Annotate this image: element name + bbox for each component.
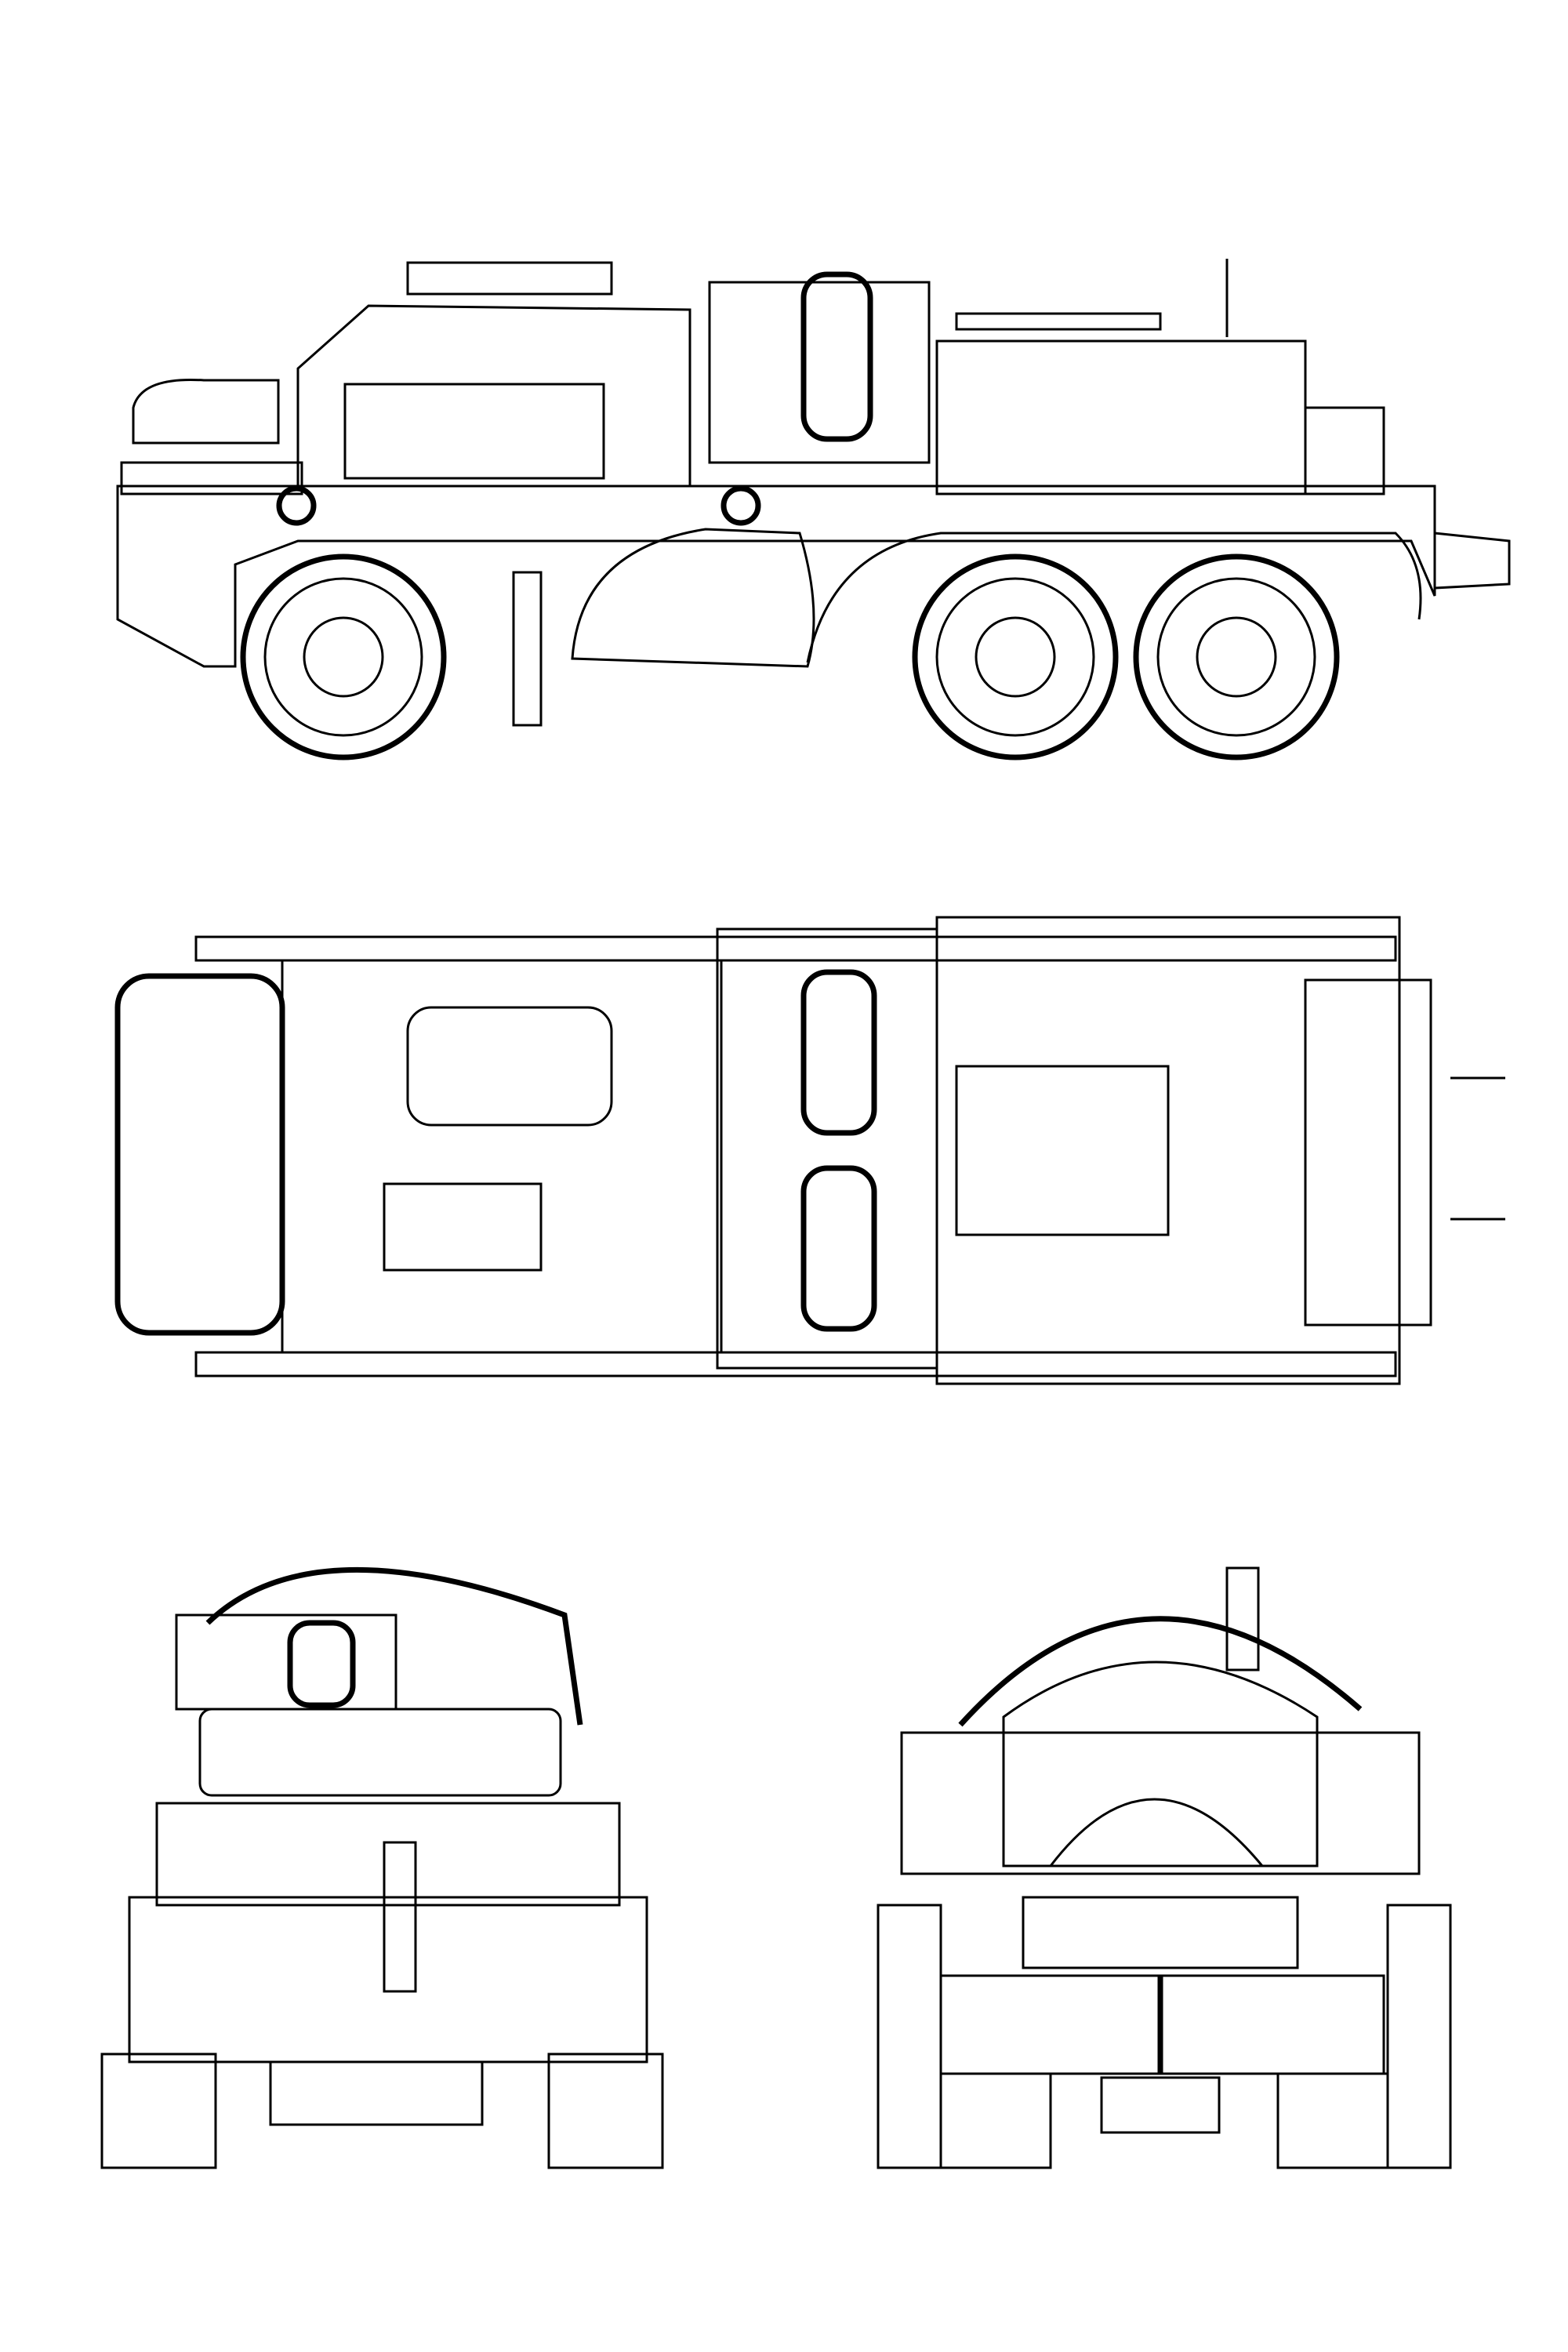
side-wheel-hub-small [720, 485, 761, 526]
side-view [116, 259, 1511, 760]
rear-cab-top [198, 1708, 562, 1797]
side-roof-box [406, 261, 613, 296]
front-upper-body [1002, 1661, 1319, 1867]
front-view [877, 1566, 1452, 2169]
top-engine-cover [383, 1182, 543, 1272]
front-wheel-left-inner [939, 2072, 1052, 2169]
side-front-grille [1304, 406, 1385, 495]
side-wheel [1133, 554, 1340, 760]
front-intake [1049, 1798, 1264, 1867]
top-tank-lower [800, 1165, 877, 1332]
side-hood [132, 378, 280, 445]
side-ladder [512, 571, 543, 727]
side-fender [806, 532, 1422, 663]
rear-body [155, 1802, 621, 1907]
rear-axle [269, 2060, 484, 2126]
front-wheel-left [877, 1904, 942, 2169]
rear-lower-body [128, 1896, 648, 2063]
top-hood [114, 973, 285, 1336]
rear-tank [287, 1620, 356, 1708]
front-panel [1022, 1896, 1299, 1969]
front-wheel-right-inner [1276, 2072, 1389, 2169]
side-chassis [116, 485, 1436, 668]
side-engine-pack [935, 339, 1307, 495]
top-tank-upper [800, 969, 877, 1136]
rear-upper-box [175, 1613, 397, 1711]
top-exhaust [406, 1006, 613, 1127]
side-rack [955, 312, 1162, 331]
top-tank-block [716, 927, 938, 1370]
side-bumper [120, 461, 303, 495]
front-antenna-mast [1225, 1566, 1260, 1671]
top-hatch [955, 1065, 1170, 1236]
front-wheel-right [1386, 1904, 1452, 2169]
front-axle [1100, 2076, 1221, 2134]
side-cab-frame [343, 383, 605, 480]
front-dome [958, 1616, 1363, 1727]
top-front-plate [1304, 978, 1432, 1327]
rear-ladder [383, 1841, 417, 1993]
side-front-light [1433, 532, 1511, 590]
rear-wheel-left [100, 2053, 217, 2169]
side-wheel-hub-small [276, 485, 317, 526]
front-fenders [900, 1731, 1421, 1875]
side-cab [296, 304, 691, 488]
rear-view [100, 1566, 664, 2169]
top-view [114, 916, 1505, 1385]
side-wheel [240, 554, 447, 760]
top-cab [281, 959, 723, 1354]
side-fuel-tank [571, 528, 815, 668]
top-wheels-right [194, 1351, 1397, 1377]
top-rear-body [935, 916, 1401, 1385]
side-wheel [912, 554, 1119, 760]
rear-dome [205, 1566, 583, 1726]
top-wheels-left [194, 935, 1397, 962]
rear-wheel-right [547, 2053, 664, 2169]
side-tank-pipe [800, 271, 873, 442]
side-tank-block [708, 281, 931, 464]
